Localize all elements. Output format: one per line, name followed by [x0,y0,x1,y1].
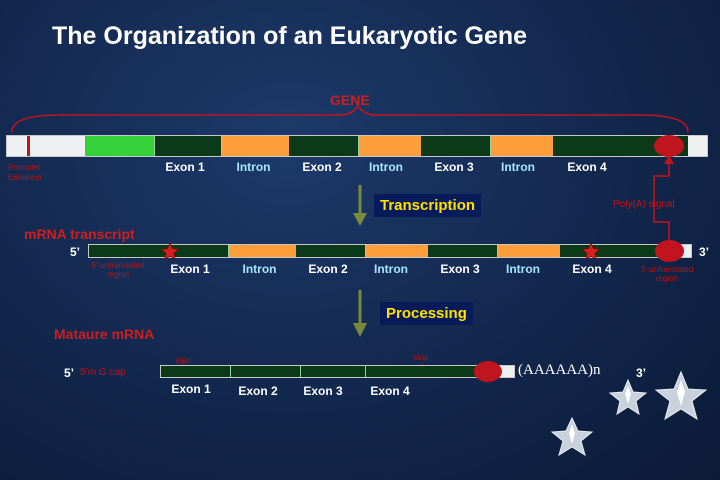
mrna-exon-3-label: Exon 3 [440,262,480,276]
processing-arrow-head [353,323,367,337]
mrna-poly-a-marker [655,240,684,262]
gene-intron-1-label: Intron [236,160,271,174]
mature-exon-1-label: Exon 1 [171,382,211,396]
mrna-exon-2 [296,245,366,257]
mature-3-prime: 3’ [636,366,647,380]
mrna-bar [88,244,692,258]
gene-upstream-region [30,136,85,156]
mature-exon-2-label: Exon 2 [238,384,278,398]
mrna-intron-2-label: Intron [374,262,408,276]
poly-a-connector-arrowhead [664,155,674,164]
page-title: The Organization of an Eukaryotic Gene [52,22,528,50]
gene-downstream-region [688,136,707,156]
mrna-label: mRNA transcript [24,226,135,242]
cap-label: 5’m G cap [80,367,126,378]
decorative-star-icon [654,370,708,421]
mrna-start-star-icon [160,242,180,260]
mrna-intron-1-label: Intron [242,262,277,276]
gene-exon-2-label: Exon 2 [302,160,342,174]
mrna-utr3-label-b: region [655,274,679,283]
mature-exon-1 [161,366,231,377]
mature-exon-3-label: Exon 3 [303,384,343,398]
mrna-exon-1 [89,245,229,257]
gene-exon-4-label: Exon 4 [567,160,607,174]
mature-5-prime: 5’ [64,366,75,380]
mrna-intron-2 [366,245,428,257]
decorative-star-icon [550,416,594,457]
mrna-exon-1-label: Exon 1 [170,262,210,276]
gene-label: GENE [330,92,370,108]
gene-exon-1-label: Exon 1 [165,160,205,174]
promoter-label: Promoter [8,163,41,172]
poly-a-signal-label: Poly(A) signal [613,199,675,210]
mrna-utr3-label-a: 3'-untranslated [640,265,694,274]
mrna-intron-3-label: Intron [506,262,540,276]
mature-mrna-bar [160,365,515,378]
mature-mrna-label: Mataure mRNA [54,326,155,342]
start-codon-label: start [175,356,191,365]
stop-codon-label: stop [413,353,429,362]
decorative-star-icon [608,378,648,416]
transcription-step: Transcription [374,194,482,217]
mature-exon-2 [231,366,301,377]
mature-poly-a-marker [474,361,502,382]
gene-intron-3-label: Intron [501,160,535,174]
gene-intron-2-label: Intron [369,160,403,174]
gene-intron-1 [222,136,289,156]
mrna-utr5-label-a: 5'-untranslated [91,261,145,270]
gene-intron-2 [359,136,421,156]
gene-exon-3-label: Exon 3 [434,160,474,174]
mrna-utr5-label-b: region [106,270,130,279]
enhancer-label: Enhancer [8,173,43,182]
mature-exon-3 [301,366,366,377]
gene-exon-1 [155,136,222,156]
mrna-exon-4-label: Exon 4 [572,262,612,276]
gene-brace [11,104,689,133]
mature-exon-4 [366,366,476,377]
processing-step: Processing [380,302,473,325]
mrna-intron-1 [229,245,296,257]
mrna-intron-3 [498,245,560,257]
poly-a-connector [653,160,670,243]
mature-exon-4-label: Exon 4 [370,384,410,398]
mrna-3-prime: 3’ [699,245,710,259]
gene-exon-2 [289,136,359,156]
gene-poly-a-marker [654,135,684,157]
gene-intron-3 [491,136,553,156]
mrna-exon-3 [428,245,498,257]
mrna-exon-2-label: Exon 2 [308,262,348,276]
gene-enhancer-region [85,136,155,156]
gene-exon-3 [421,136,491,156]
poly-a-tail-label: (AAAAAA)n [518,362,601,378]
gene-promoter-region [7,136,30,156]
mrna-5-prime: 5’ [70,245,81,259]
transcription-arrow-head [353,213,367,226]
mrna-stop-star-icon [581,242,601,260]
